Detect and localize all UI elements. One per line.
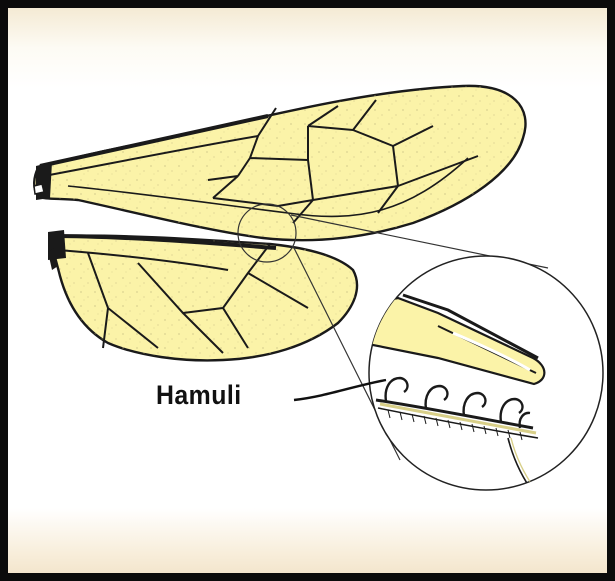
hamuli-label: Hamuli [156, 382, 242, 409]
magnified-view [348, 256, 603, 490]
forewing [34, 86, 526, 240]
wing-diagram [8, 8, 615, 581]
hindwing [48, 230, 357, 360]
